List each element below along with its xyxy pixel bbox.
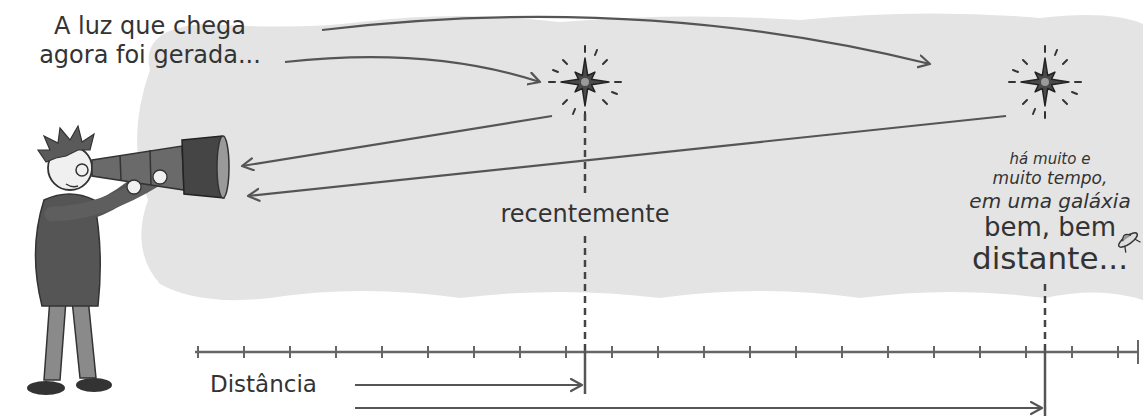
distant-text: distante... — [960, 240, 1140, 277]
distance-arrow-near — [355, 384, 582, 386]
light-ray-near — [242, 116, 552, 166]
distance-bar-far — [1044, 350, 1047, 416]
observer-figure — [27, 126, 229, 395]
caption-arrow-near — [285, 57, 540, 82]
recent-label: recentemente — [485, 200, 685, 229]
distance-label: Distância — [210, 371, 350, 399]
distant-text: em uma galáxia — [960, 189, 1140, 213]
ruler-ticks — [198, 340, 1138, 364]
caption-text: A luz que chega agora foi gerada... — [20, 12, 280, 70]
distant-text: muito tempo, — [960, 168, 1140, 188]
recent-star — [549, 46, 621, 118]
sky-cloud — [137, 13, 1143, 300]
recent-star-dashed-line — [584, 114, 587, 350]
distance-arrow-far — [355, 407, 1042, 409]
distance-bar-near — [584, 350, 587, 394]
distant-text: bem, bem — [960, 212, 1140, 243]
light-ray-far — [248, 116, 1006, 196]
caption-arrow-far — [322, 17, 930, 64]
distant-star — [1009, 46, 1081, 118]
distant-star-dashed-line — [1044, 284, 1047, 350]
distant-text: há muito e — [960, 150, 1140, 168]
